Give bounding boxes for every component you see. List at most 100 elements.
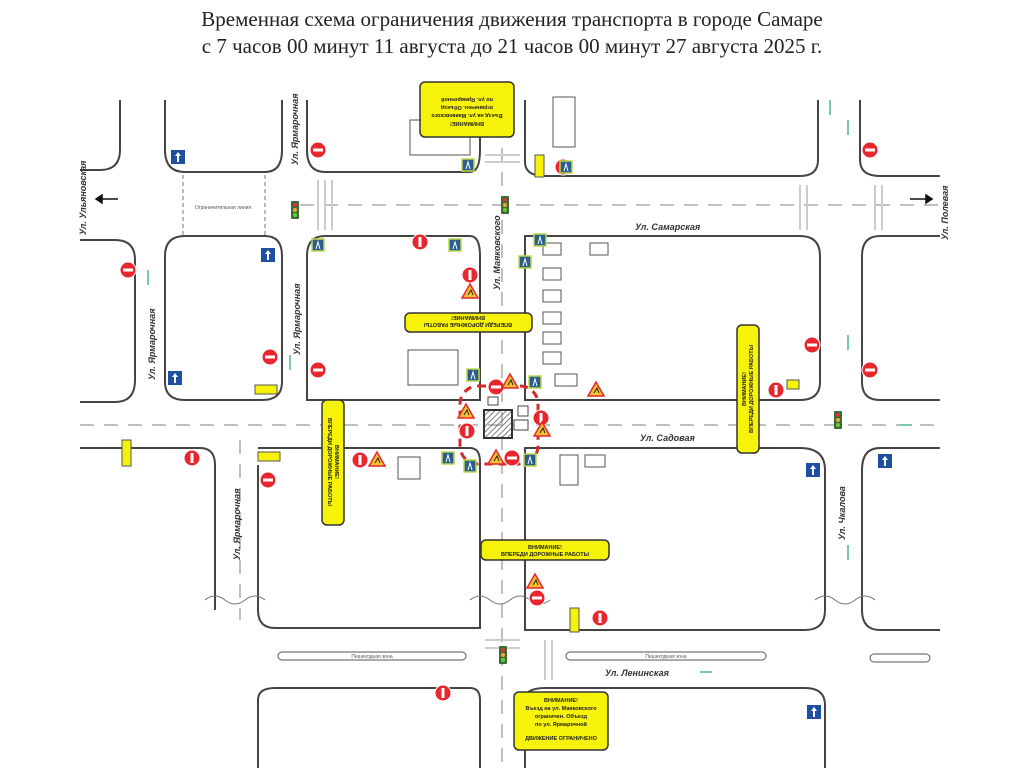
pedestrian-crossing-icon <box>559 160 573 174</box>
no-entry-sign-icon <box>803 336 821 354</box>
pedestrian-zone-label-right: Пешеходная зона <box>645 654 687 660</box>
one-way-sign-icon <box>878 454 892 468</box>
one-way-sign-icon <box>807 705 821 719</box>
title-line-2: с 7 часов 00 минут 11 августа до 21 часо… <box>201 34 823 58</box>
svg-text:по ул. Ярмарочной: по ул. Ярмарочной <box>441 96 493 103</box>
no-entry-sign-icon <box>309 361 327 379</box>
svg-text:Въезд на ул. Маяковского: Въезд на ул. Маяковского <box>431 112 503 118</box>
notice-center-upper: ВПЕРЕДИ ДОРОЖНЫЕ РАБОТЫ ВНИМАНИЕ! <box>404 312 533 333</box>
svg-text:Въезд на ул. Маяковского: Въезд на ул. Маяковского <box>525 706 597 712</box>
no-entry-sign-icon <box>458 422 476 440</box>
street-label-yarmarochnaya-bottom: Ул. Ярмарочная <box>232 488 242 560</box>
no-entry-sign-icon <box>528 589 546 607</box>
pedestrian-crossing-icon <box>518 255 532 269</box>
block-nw-corner <box>80 100 121 171</box>
pedestrian-crossing-icon <box>523 453 537 467</box>
svg-text:ВПЕРЕДИ ДОРОЖНЫЕ РАБОТЫ: ВПЕРЕДИ ДОРОЖНЫЕ РАБОТЫ <box>749 344 755 433</box>
svg-text:ДВИЖЕНИЕ ОГРАНИЧЕНО: ДВИЖЕНИЕ ОГРАНИЧЕНО <box>525 736 598 742</box>
block-south-left <box>257 447 481 629</box>
one-way-sign-icon <box>168 371 182 385</box>
pedestrian-zones <box>277 651 931 663</box>
block-top-mid <box>306 100 481 173</box>
map-title: Временная схема ограничения движения тра… <box>0 6 1024 60</box>
street-label-yarmarochnaya-mid: Ул. Ярмарочная <box>292 283 302 355</box>
no-entry-sign-icon <box>503 449 521 467</box>
svg-text:ВНИМАНИЕ!: ВНИМАНИЕ! <box>333 445 339 479</box>
title-line-1: Временная схема ограничения движения тра… <box>201 7 823 31</box>
no-entry-sign-icon <box>261 348 279 366</box>
no-entry-sign-icon <box>259 471 277 489</box>
svg-text:ВНИМАНИЕ!: ВНИМАНИЕ! <box>742 372 748 406</box>
pedestrian-crossing-icon <box>528 375 542 389</box>
notice-top: ВНИМАНИЕ! Въезд на ул. Маяковского огран… <box>419 81 515 138</box>
green-arrows <box>147 100 912 673</box>
svg-text:ВНИМАНИЕ!: ВНИМАНИЕ! <box>544 698 578 704</box>
crosswalks <box>317 154 883 680</box>
pedestrian-zone-label-left: Пешеходная зона <box>351 654 393 660</box>
svg-text:ВНИМАНИЕ!: ВНИМАНИЕ! <box>528 545 562 551</box>
pedestrian-crossing-icon <box>533 233 547 247</box>
block-ne-corner <box>859 100 940 177</box>
notice-left-vertical: ВНИМАНИЕ! ВПЕРЕДИ ДОРОЖНЫЕ РАБОТЫ <box>321 399 345 526</box>
block-se <box>861 447 940 631</box>
one-way-sign-icon <box>806 463 820 477</box>
street-label-yarmarochnaya-top: Ул. Ярмарочная <box>290 93 300 165</box>
traffic-light-icon <box>499 646 507 664</box>
street-label-polevaya: Ул. Полевая <box>940 185 950 240</box>
notice-center-lower: ВНИМАНИЕ! ВПЕРЕДИ ДОРОЖНЫЕ РАБОТЫ <box>480 539 610 561</box>
svg-text:ВПЕРЕДИ ДОРОЖНЫЕ РАБОТЫ: ВПЕРЕДИ ДОРОЖНЫЕ РАБОТЫ <box>423 321 512 327</box>
road-works-sign-icon <box>368 451 386 467</box>
pedestrian-crossing-icon <box>441 451 455 465</box>
pedestrian-crossing-icon <box>463 459 477 473</box>
block-top-left <box>164 100 283 173</box>
no-entry-sign-icon <box>351 451 369 469</box>
notice-right-vertical: ВНИМАНИЕ! ВПЕРЕДИ ДОРОЖНЫЕ РАБОТЫ <box>736 324 760 454</box>
svg-text:ВПЕРЕДИ ДОРОЖНЫЕ РАБОТЫ: ВПЕРЕДИ ДОРОЖНЫЕ РАБОТЫ <box>326 418 332 507</box>
street-label-yarmarochnaya-left: Ул. Ярмарочная <box>147 308 157 380</box>
street-label-leninskaya: Ул. Ленинская <box>605 668 670 678</box>
street-label-sadovaya: Ул. Садовая <box>640 433 695 443</box>
road-works-sign-icon <box>587 381 605 397</box>
block-left-1 <box>80 239 136 403</box>
svg-text:ВНИМАНИЕ!: ВНИМАНИЕ! <box>451 314 485 320</box>
excavation-area <box>483 409 513 439</box>
svg-text:ВПЕРЕДИ ДОРОЖНЫЕ РАБОТЫ: ВПЕРЕДИ ДОРОЖНЫЕ РАБОТЫ <box>501 552 590 558</box>
no-entry-sign-icon <box>591 609 609 627</box>
street-label-samarskaya: Ул. Самарская <box>635 222 701 232</box>
block-bottom-left <box>257 687 481 768</box>
road-works-sign-icon <box>461 283 479 299</box>
street-label-ulyanovskaya: Ул. Ульяновская <box>78 160 88 235</box>
block-center-right <box>524 235 821 401</box>
no-entry-sign-icon <box>461 266 479 284</box>
pedestrian-zone-left <box>277 651 467 661</box>
street-label-chkalova: Ул. Чкалова <box>837 486 847 540</box>
pedestrian-zone-right <box>565 651 767 661</box>
no-entry-sign-icon <box>119 261 137 279</box>
svg-text:по ул. Ярмарочной: по ул. Ярмарочной <box>535 721 587 728</box>
road-works-sign-icon <box>487 449 505 465</box>
one-way-sign-icon <box>171 150 185 164</box>
street-label-mayakovskogo: Ул. Маяковского <box>492 215 502 290</box>
block-left-2 <box>164 235 283 401</box>
pedestrian-crossing-icon <box>448 238 462 252</box>
svg-text:ВНИМАНИЕ!: ВНИМАНИЕ! <box>450 120 484 126</box>
no-entry-sign-icon <box>487 378 505 396</box>
road-works-sign-icon <box>526 573 544 589</box>
traffic-light-icon <box>291 201 299 219</box>
notice-bottom: ВНИМАНИЕ! Въезд на ул. Маяковского огран… <box>513 691 609 751</box>
one-way-sign-icon <box>261 248 275 262</box>
block-south-right <box>524 447 826 631</box>
no-entry-sign-icon <box>861 141 879 159</box>
svg-text:ограничен. Объезд: ограничен. Объезд <box>440 104 493 111</box>
block-left-3 <box>80 447 216 610</box>
block-top-right <box>524 100 819 177</box>
svg-text:ограничен. Объезд: ограничен. Объезд <box>535 713 588 720</box>
pedestrian-crossing-icon <box>311 238 325 252</box>
no-entry-sign-icon <box>861 361 879 379</box>
traffic-light-icon <box>834 411 842 429</box>
road-works-sign-icon <box>501 373 519 389</box>
pedestrian-crossing-icon <box>466 368 480 382</box>
no-entry-sign-icon <box>183 449 201 467</box>
no-entry-sign-icon <box>434 684 452 702</box>
